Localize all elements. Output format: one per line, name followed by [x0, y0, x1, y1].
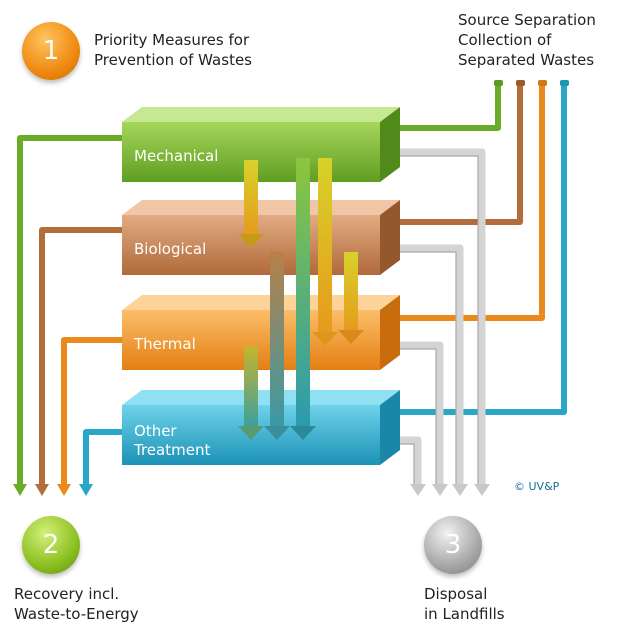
recovery-number: 2 [42, 530, 60, 560]
source-pipe-caps [494, 80, 569, 86]
recovery-text: Recovery incl. Waste-to-Energy [14, 585, 139, 623]
disposal-badge: 3 [424, 516, 482, 574]
disposal-number: 3 [444, 530, 462, 560]
treatment-box-biological [122, 200, 400, 275]
other-treatment-label: Other Treatment [134, 422, 211, 459]
biological-label: Biological [134, 240, 207, 258]
disposal-line-edges [385, 155, 479, 486]
thermal-label: Thermal [134, 335, 196, 353]
internal-flow-arrows [238, 158, 364, 440]
recovery-badge: 2 [22, 516, 80, 574]
source-separation-lines [395, 84, 567, 415]
copyright-text: © UV&P [514, 480, 560, 493]
biological-recovery-line [39, 227, 128, 488]
recovery-arrowheads [13, 484, 93, 496]
disposal-flow-lines [385, 148, 486, 486]
mechanical-label: Mechanical [134, 147, 219, 165]
recovery-flow-lines [17, 135, 128, 488]
priority-text: Priority Measures for Prevention of Wast… [94, 31, 252, 69]
priority-badge: 1 [22, 22, 80, 80]
disposal-arrowheads [410, 484, 490, 496]
treatment-box-mechanical [122, 107, 400, 182]
disposal-text: Disposal in Landfills [424, 585, 505, 623]
priority-number: 1 [42, 36, 60, 66]
mechanical-recovery-line [17, 135, 128, 488]
source-separation-text: Source Separation Collection of Separate… [458, 11, 596, 69]
thermal-recovery-line [61, 337, 128, 488]
other-recovery-line [83, 429, 128, 488]
